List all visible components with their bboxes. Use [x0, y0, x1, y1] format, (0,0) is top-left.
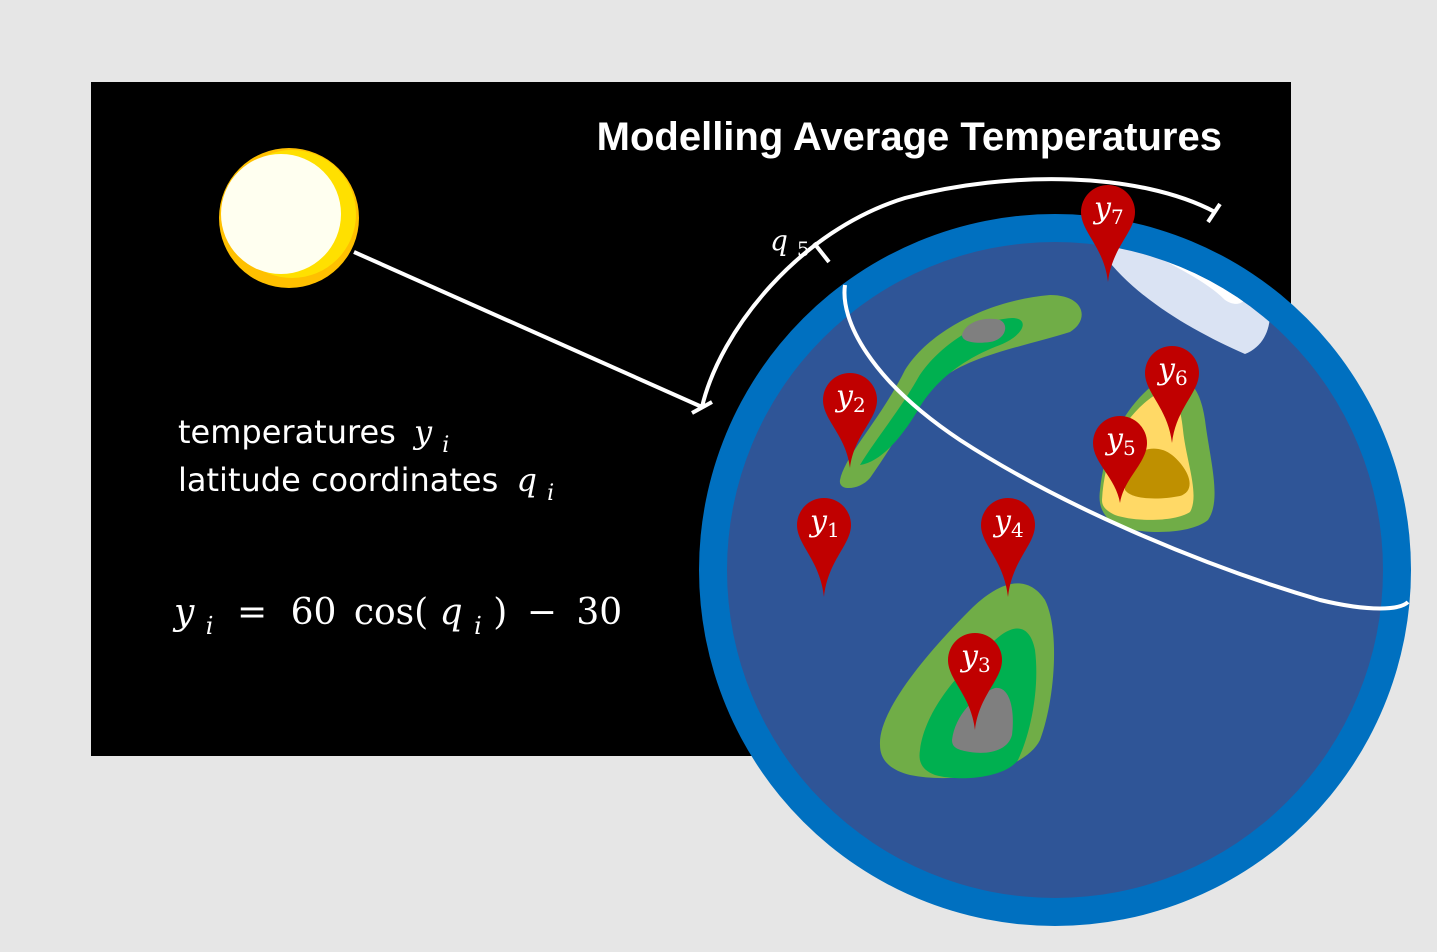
- earth-globe: [699, 214, 1411, 926]
- pin-marker-icon: [1081, 185, 1135, 282]
- pin-label: y6: [1156, 352, 1188, 390]
- pin-label: y4: [992, 504, 1024, 542]
- pin-y5: y5: [1093, 416, 1147, 503]
- legend-temperatures-var: y: [412, 413, 433, 451]
- legend-temperatures-label: temperatures: [178, 413, 396, 451]
- pin-label: y2: [834, 379, 866, 417]
- legend-latitude: latitude coordinates q i: [178, 461, 554, 506]
- pin-marker-icon: [981, 498, 1035, 597]
- pin-marker-icon: [1145, 346, 1199, 443]
- pin-marker-icon: [948, 633, 1002, 730]
- legend-temperatures: temperatures y i: [178, 413, 449, 458]
- mountain-north: [962, 318, 1006, 343]
- mountain-south: [952, 687, 1013, 753]
- sun-ray-line: [353, 250, 703, 409]
- arc-label-var: q: [770, 224, 788, 257]
- pin-y3: y3: [948, 633, 1002, 730]
- pin-y2: y2: [823, 373, 877, 468]
- pin-y4: y4: [981, 498, 1035, 597]
- pin-label: y7: [1092, 191, 1124, 229]
- latitude-arc: [691, 177, 1222, 415]
- pin-label: y5: [1104, 422, 1136, 460]
- pin-y6: y6: [1145, 346, 1199, 443]
- arc-label: q 5: [770, 224, 810, 261]
- formula-const: 30: [576, 592, 622, 633]
- legend-latitude-sub: i: [547, 481, 554, 506]
- formula-lhs-sub: i: [206, 612, 214, 640]
- latitude-line: [842, 284, 1410, 611]
- formula-coef: 60: [291, 592, 337, 633]
- temperature-formula: y i = 60 cos( q i ) − 30: [172, 592, 622, 643]
- formula-minus: −: [527, 592, 557, 633]
- pin-marker-icon: [797, 498, 851, 597]
- pin-label: y1: [808, 504, 840, 542]
- pin-label: y3: [959, 639, 991, 677]
- land-north: [839, 295, 1082, 489]
- pin-marker-icon: [1093, 416, 1147, 503]
- pin-y1: y1: [797, 498, 851, 597]
- sun-icon: [219, 148, 359, 288]
- formula-cos: cos(: [354, 592, 428, 633]
- legend-latitude-var: q: [516, 461, 536, 499]
- pin-marker-icon: [823, 373, 877, 468]
- formula-arg-var: q: [440, 592, 463, 633]
- pin-y7: y7: [1081, 185, 1135, 282]
- formula-equals: =: [237, 592, 267, 633]
- formula-arg-sub: i: [474, 612, 482, 640]
- measurement-pins: y1 y2 y3 y4 y5 y6 y7: [797, 185, 1199, 730]
- diagram-title: Modelling Average Temperatures: [597, 115, 1222, 159]
- legend-temperatures-sub: i: [442, 433, 449, 458]
- arc-label-sub: 5: [797, 237, 810, 261]
- formula-lhs-var: y: [172, 592, 195, 633]
- formula-close: ): [493, 592, 507, 633]
- legend-latitude-label: latitude coordinates: [178, 461, 498, 499]
